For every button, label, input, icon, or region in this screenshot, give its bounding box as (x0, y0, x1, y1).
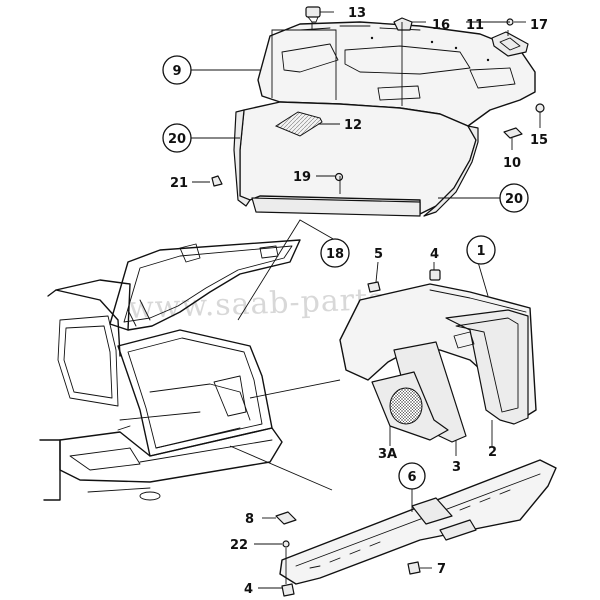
callout-21: 21 (170, 176, 188, 191)
callout-15: 15 (530, 133, 548, 148)
callout-12: 12 (344, 118, 362, 133)
clip-13 (305, 6, 321, 23)
bolt-22 (282, 540, 290, 548)
callout-7: 7 (437, 562, 446, 577)
callout-17: 17 (530, 18, 548, 33)
callout-19: 19 (293, 170, 311, 185)
callout-2: 2 (488, 445, 497, 460)
tailgate-lower-trim (233, 101, 479, 217)
clip-7 (407, 561, 421, 575)
callout-3: 3 (452, 460, 461, 475)
callout-11: 11 (466, 18, 484, 33)
callout-9: 9 (172, 64, 181, 79)
callout-labels: 9 20 20 18 1 6 13 16 11 17 12 15 10 21 1… (162, 6, 548, 597)
callout-20-right: 20 (505, 192, 523, 207)
callout-8: 8 (245, 512, 254, 527)
clip-16 (393, 17, 413, 31)
clip-4-upper (429, 269, 441, 281)
clip-10 (503, 127, 523, 139)
clip-21 (211, 175, 223, 187)
car-illustration (39, 239, 301, 501)
side-trim-assembly (339, 269, 537, 443)
callout-18: 18 (326, 247, 344, 262)
callout-3a: 3A (378, 447, 397, 462)
clip-19 (334, 172, 344, 182)
screw-5 (367, 281, 381, 293)
callout-6: 6 (407, 470, 416, 485)
callout-5: 5 (374, 247, 383, 262)
clip-4-lower (281, 583, 295, 597)
callout-20-left: 20 (168, 132, 186, 147)
sill-panel (279, 459, 557, 585)
tailgate-upper-trim (257, 21, 536, 127)
callout-16: 16 (432, 18, 450, 33)
callout-13: 13 (348, 6, 366, 21)
clip-15 (535, 103, 545, 113)
bracket-11 (491, 31, 529, 57)
leader-lines (190, 11, 541, 589)
cover-8 (275, 511, 297, 525)
callout-10: 10 (503, 156, 521, 171)
callout-1: 1 (476, 244, 485, 259)
callout-4-upper: 4 (430, 247, 439, 262)
callout-22: 22 (230, 538, 248, 553)
callout-4-lower: 4 (244, 582, 253, 597)
